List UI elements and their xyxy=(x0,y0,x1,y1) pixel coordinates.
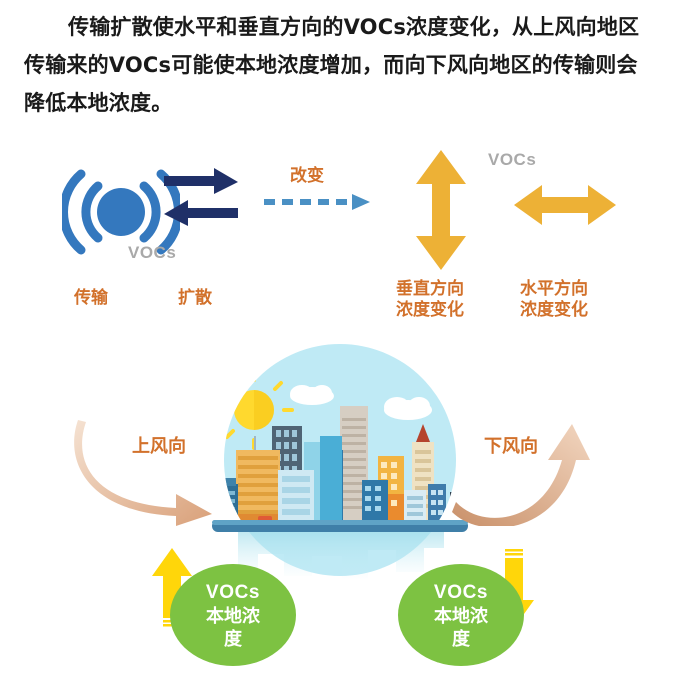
vertical-direction-label-line1: 垂直方向 xyxy=(396,279,464,299)
equilibrium-arrows-icon xyxy=(160,168,242,232)
upwind-curved-arrow-icon xyxy=(72,416,224,526)
vocs-label-left: VOCs xyxy=(128,243,177,262)
vocs-label-right: VOCs xyxy=(488,150,537,169)
bubble-right-cn-line2: 度 xyxy=(452,628,470,650)
cloud-shapes xyxy=(290,385,432,420)
vertical-direction-label-line2: 浓度变化 xyxy=(396,300,464,320)
change-dashed-arrow-icon xyxy=(262,192,372,212)
horizontal-direction-label-line2: 浓度变化 xyxy=(520,300,588,320)
local-concentration-bubble-right: VOCs 本地浓 度 xyxy=(398,564,524,666)
bubble-left-cn-line1: 本地浓 xyxy=(206,605,260,627)
change-label: 改变 xyxy=(290,166,324,186)
transport-label: 传输 xyxy=(74,288,108,308)
vertical-double-arrow-icon xyxy=(412,148,470,272)
upwind-label: 上风向 xyxy=(132,436,186,457)
city-reflection xyxy=(238,532,444,580)
downwind-curved-arrow-icon xyxy=(452,416,604,528)
local-concentration-bubble-left: VOCs 本地浓 度 xyxy=(170,564,296,666)
downwind-label: 下风向 xyxy=(484,436,538,457)
horizontal-direction-label-line1: 水平方向 xyxy=(520,279,588,299)
bubble-left-vocs: VOCs xyxy=(205,581,261,603)
horizontal-direction-label: 水平方向 浓度变化 xyxy=(520,279,588,321)
bubble-right-vocs: VOCs xyxy=(433,581,489,603)
page-title: 传输扩散使水平和垂直方向的VOCs浓度变化，从上风向地区传输来的VOCs可能使本… xyxy=(24,15,640,115)
city-illustration xyxy=(192,344,488,584)
bubble-right-cn-line1: 本地浓 xyxy=(434,605,488,627)
bubble-left-cn-line2: 度 xyxy=(224,628,242,650)
vertical-direction-label: 垂直方向 浓度变化 xyxy=(396,279,464,321)
diffusion-label: 扩散 xyxy=(178,288,212,308)
city-platform xyxy=(212,520,468,532)
horizontal-double-arrow-icon xyxy=(512,182,618,228)
